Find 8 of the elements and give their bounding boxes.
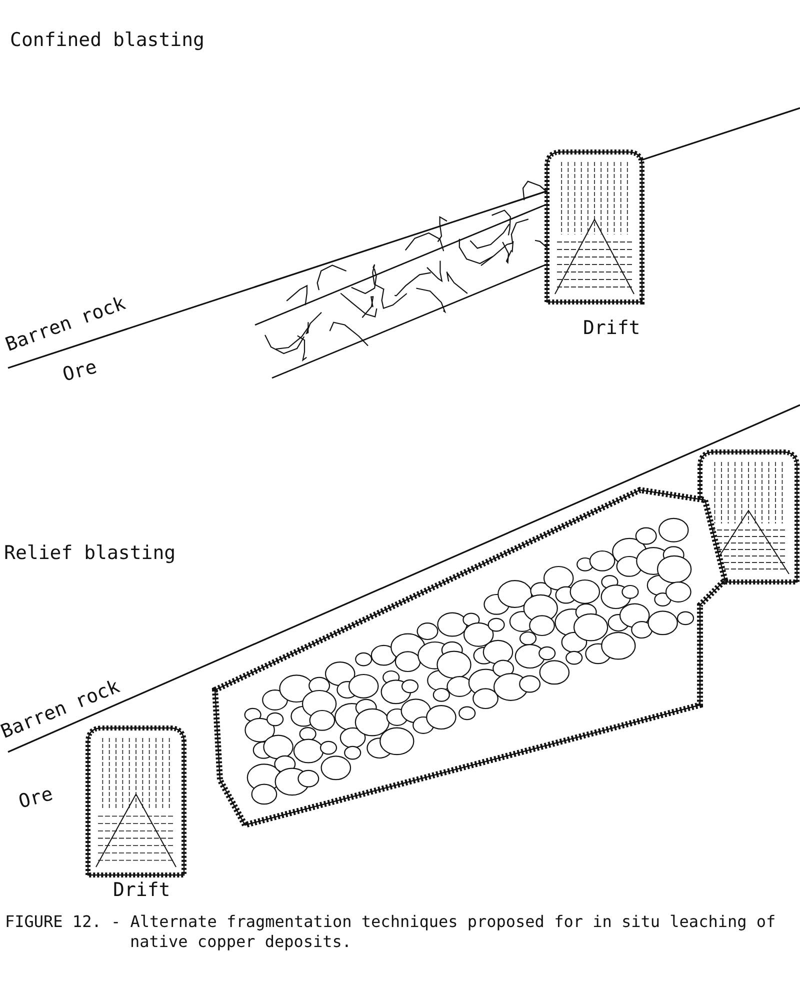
section-heading: Relief blasting <box>4 543 176 564</box>
layer-label: Ore <box>60 356 100 386</box>
layer-label: Ore <box>16 784 56 813</box>
layer-label: Barren rock <box>2 293 128 356</box>
drift-label: Drift <box>583 318 640 339</box>
section-heading: Confined blasting <box>10 30 204 51</box>
figure-caption: FIGURE 12. - Alternate fragmentation techniques proposed for in situ leaching of native copper deposits. <box>5 912 777 952</box>
drift-label: Drift <box>113 880 170 901</box>
